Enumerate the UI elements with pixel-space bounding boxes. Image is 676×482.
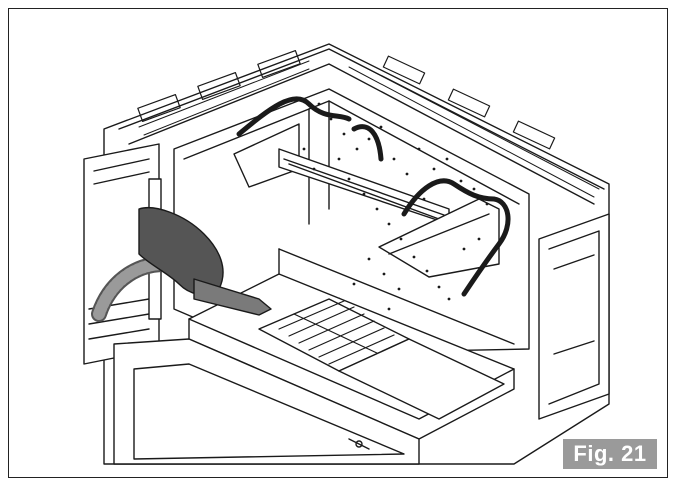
figure-label: Fig. 21	[563, 439, 657, 469]
figure-frame: Fig. 21	[8, 8, 668, 478]
ash-drawer	[113, 338, 420, 465]
smoke-baffle	[233, 123, 500, 278]
burn-grate	[258, 298, 505, 420]
top-rim-pattern	[138, 58, 600, 198]
top-ribs	[137, 49, 556, 150]
right-door-panel	[538, 213, 610, 420]
stove-cleaning-illustration	[83, 43, 610, 465]
gloved-hand	[138, 207, 272, 316]
